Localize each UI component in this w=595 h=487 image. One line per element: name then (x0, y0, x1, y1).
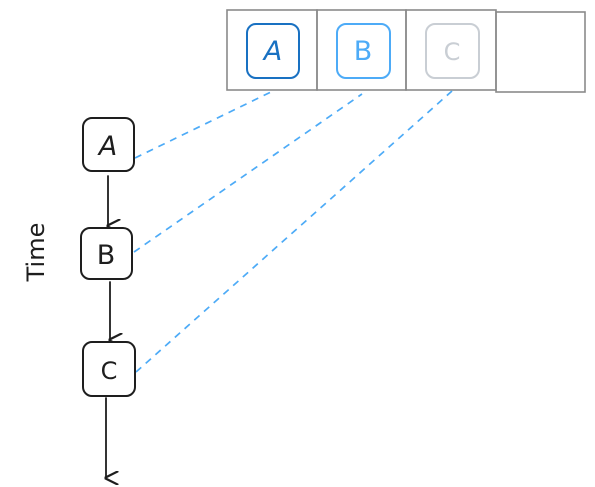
array-card-c: C (425, 23, 480, 79)
array-card-a: A (246, 23, 300, 79)
array-card-a-label: A (262, 36, 282, 67)
connector-a (134, 90, 274, 159)
time-axis-label: Time (22, 223, 50, 283)
array-frame (226, 9, 586, 93)
array-card-c-label: C (444, 38, 461, 66)
timeline-node-a-label: A (97, 131, 117, 162)
timeline-node-b: B (80, 227, 133, 280)
timeline-arrows (106, 175, 110, 478)
timeline-node-c-label: C (101, 357, 118, 385)
connectors (133, 90, 453, 373)
connector-b (133, 93, 363, 253)
timeline-node-a: A (82, 117, 135, 172)
array-slot-3 (495, 11, 586, 93)
timeline-node-c: C (82, 341, 136, 397)
connector-c (135, 90, 453, 373)
array-card-b-label: B (354, 36, 373, 67)
array-card-b: B (336, 23, 391, 79)
timeline-node-b-label: B (97, 240, 116, 271)
